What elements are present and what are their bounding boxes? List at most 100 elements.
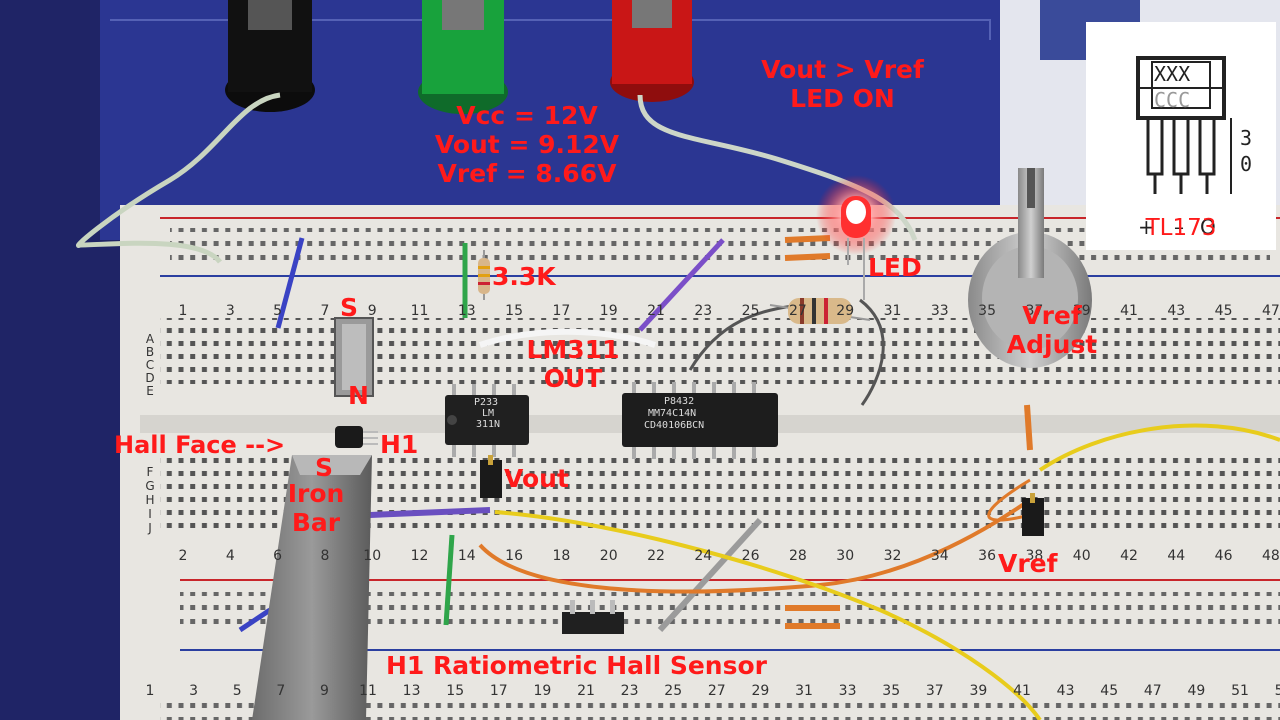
row-number-top: 11 [411, 303, 429, 319]
row-number-bottom: 6 [273, 548, 282, 564]
row-number-bottom: 28 [789, 548, 807, 564]
row-number-bottom: 36 [978, 548, 996, 564]
row-number-bottom: 8 [320, 548, 329, 564]
vcc-label: Vcc = 12V [456, 101, 598, 130]
row-number-bottom: 40 [1073, 548, 1091, 564]
row-number-top: 13 [458, 303, 476, 319]
hall-face-label: Hall Face --> [114, 431, 286, 459]
row-number-bottom: 14 [458, 548, 476, 564]
vout-test-header [480, 455, 502, 498]
row-number-rail: 53 [1275, 683, 1280, 699]
potentiometer [968, 168, 1092, 368]
row-number-rail: 47 [1144, 683, 1162, 699]
row-number-bottom: 4 [226, 548, 235, 564]
pin-minus-label: – [1174, 215, 1184, 239]
row-number-rail: 13 [403, 683, 421, 699]
package-marking-bottom: CCC [1154, 88, 1191, 112]
row-number-rail: 27 [708, 683, 726, 699]
row-number-top: 3 [226, 303, 235, 319]
magnet-south-label: S [340, 293, 359, 322]
row-number-rail: 49 [1187, 683, 1205, 699]
row-number-bottom: 38 [1025, 548, 1043, 564]
row-number-top: 25 [742, 303, 760, 319]
row-number-rail: 5 [233, 683, 242, 699]
chip-hex-inverter [622, 382, 778, 459]
vref-label: Vref [998, 549, 1058, 578]
tl173-package-diagram [1136, 56, 1232, 194]
pin-output-label: O [1200, 215, 1216, 239]
resistor-3-3k [478, 250, 490, 300]
row-number-rail: 35 [882, 683, 900, 699]
chip-lm311 [445, 384, 529, 457]
hex-marking-1: P8432 [664, 396, 695, 407]
row-number-top: 41 [1120, 303, 1138, 319]
pin-header-3 [562, 600, 624, 634]
jumper-blue [275, 237, 305, 329]
row-number-rail: 23 [621, 683, 639, 699]
vref-adjust-line-2: Adjust [1006, 329, 1098, 359]
lm311-out-label: LM311 OUT [510, 335, 636, 394]
row-number-rail: 17 [490, 683, 508, 699]
row-number-bottom: 18 [552, 548, 570, 564]
row-number-rail: 37 [926, 683, 944, 699]
row-number-rail: 31 [795, 683, 813, 699]
supply-voltages: Vcc = 12V Vout = 9.12V Vref = 8.66V [412, 101, 642, 188]
row-number-top: 37 [1025, 303, 1043, 319]
row-number-top: 43 [1167, 303, 1185, 319]
row-number-bottom: 16 [505, 548, 523, 564]
row-number-top: 15 [505, 303, 523, 319]
row-number-rail: 21 [577, 683, 595, 699]
row-number-rail: 7 [276, 683, 285, 699]
hall-south-label: S [315, 453, 334, 482]
row-number-rail: 51 [1231, 683, 1249, 699]
row-number-bottom: 42 [1120, 548, 1138, 564]
row-number-rail: 3 [189, 683, 198, 699]
row-number-bottom: 46 [1215, 548, 1233, 564]
row-number-bottom: 22 [647, 548, 665, 564]
row-letter: B [146, 345, 154, 359]
package-marking-top: XXX [1154, 62, 1191, 86]
row-number-top: 7 [320, 303, 329, 319]
vref-adjust-label: Vref Adjust [990, 301, 1114, 360]
row-number-bottom: 44 [1167, 548, 1185, 564]
row-number-top: 35 [978, 303, 996, 319]
row-number-rail: 1 [146, 683, 155, 699]
lm311-out-line-1: LM311 [526, 335, 620, 364]
row-number-top: 17 [552, 303, 570, 319]
binding-post-green [418, 0, 508, 114]
hall-id-label: H1 [380, 430, 419, 459]
row-number-bottom: 12 [411, 548, 429, 564]
lm311-out-line-2: OUT [543, 363, 603, 393]
hex-marking-3: CD40106BCN [644, 420, 705, 431]
tl173-inset: XXX CCC 3 0 + – O [1086, 22, 1276, 250]
row-number-top: 45 [1215, 303, 1233, 319]
row-number-bottom: 26 [742, 548, 760, 564]
row-letter: D [145, 371, 154, 385]
row-number-bottom: 34 [931, 548, 949, 564]
row-number-rail: 11 [359, 683, 377, 699]
resistor-label: 3.3K [492, 262, 556, 291]
resistor-led [769, 298, 871, 324]
row-number-rail: 9 [320, 683, 329, 699]
row-letter: I [148, 507, 152, 521]
row-number-top: 9 [368, 303, 377, 319]
row-number-top: 19 [600, 303, 618, 319]
binding-post-black [225, 0, 315, 112]
lm311-marking-2: LM [482, 408, 495, 419]
vref-adjust-line-1: Vref [1022, 301, 1082, 330]
iron-bar [252, 455, 372, 720]
row-number-rail: 29 [751, 683, 769, 699]
row-number-rail: 33 [839, 683, 857, 699]
led-condition-line-1: Vout > Vref [761, 55, 924, 84]
row-number-rail: 19 [533, 683, 551, 699]
row-number-rail: 41 [1013, 683, 1031, 699]
row-number-bottom: 10 [363, 548, 381, 564]
row-letter: C [146, 358, 154, 372]
vref-test-header [1022, 493, 1044, 536]
row-number-top: 47 [1262, 303, 1280, 319]
magnet-block [334, 317, 374, 397]
